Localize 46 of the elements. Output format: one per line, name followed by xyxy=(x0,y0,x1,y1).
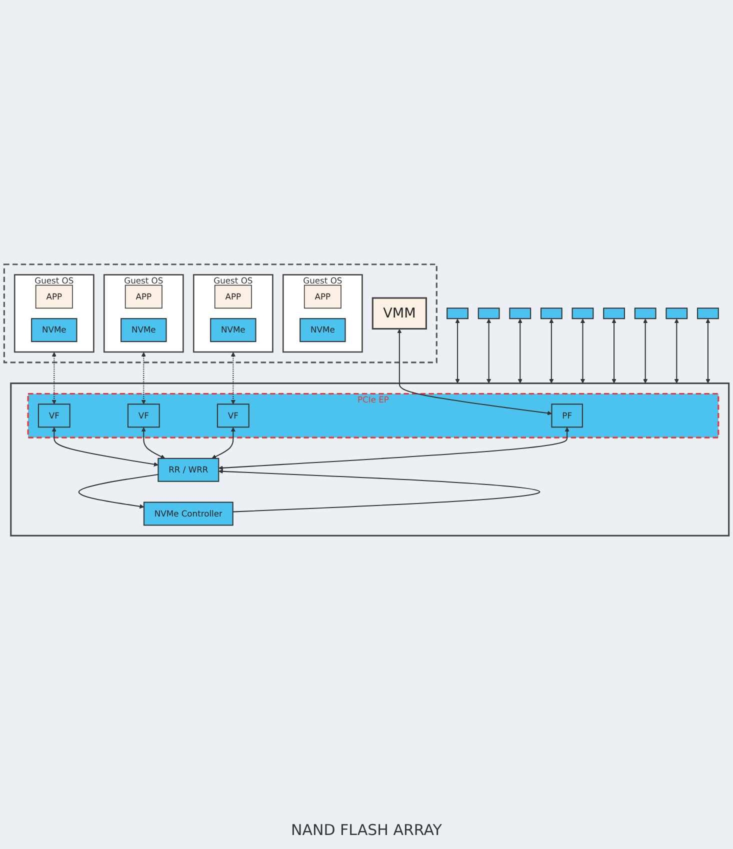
arrow xyxy=(643,318,648,384)
caption-text: NAND FLASH ARRAY xyxy=(291,821,442,839)
arrow xyxy=(218,427,570,470)
arrow xyxy=(397,328,552,416)
arrow xyxy=(218,469,540,512)
arrow xyxy=(549,318,554,384)
arrow xyxy=(486,318,492,384)
arrow xyxy=(706,318,710,384)
arrow xyxy=(52,427,158,467)
node-box: RR / WRR xyxy=(158,458,220,482)
node-box: APP xyxy=(35,284,73,309)
node-box xyxy=(540,308,562,320)
arrow xyxy=(580,318,586,384)
node-box: APP xyxy=(304,284,342,309)
node-box: APP xyxy=(214,284,252,309)
node-box: NVMe Controller xyxy=(143,502,234,526)
node-box xyxy=(509,308,532,320)
node-box xyxy=(572,308,594,320)
arrow xyxy=(612,318,616,384)
arrow xyxy=(78,474,158,509)
arrow xyxy=(455,318,460,384)
arrow xyxy=(212,427,236,459)
node-box: NVMe xyxy=(210,318,256,342)
node-box: PF xyxy=(551,404,583,428)
node-box xyxy=(666,308,688,320)
node-box xyxy=(603,308,625,320)
arrow xyxy=(141,352,146,404)
node-box: NVMe xyxy=(300,318,346,342)
arrow xyxy=(230,352,236,404)
node-box: VF xyxy=(127,404,160,428)
node-box: APP xyxy=(124,284,162,309)
node-box: NVMe xyxy=(31,318,78,342)
node-box: NVMe xyxy=(120,318,167,342)
node-box: VMM xyxy=(372,297,427,330)
arrow xyxy=(674,318,679,384)
node-box: VF xyxy=(38,404,70,428)
node-box xyxy=(634,308,656,320)
node-box xyxy=(478,308,500,320)
cluster xyxy=(3,264,438,364)
arrow xyxy=(518,318,522,384)
arrow xyxy=(141,427,166,459)
arrow xyxy=(52,352,56,404)
node-box xyxy=(697,308,719,320)
node-box xyxy=(446,308,468,320)
node-box: VF xyxy=(216,404,250,428)
cluster xyxy=(10,382,730,536)
